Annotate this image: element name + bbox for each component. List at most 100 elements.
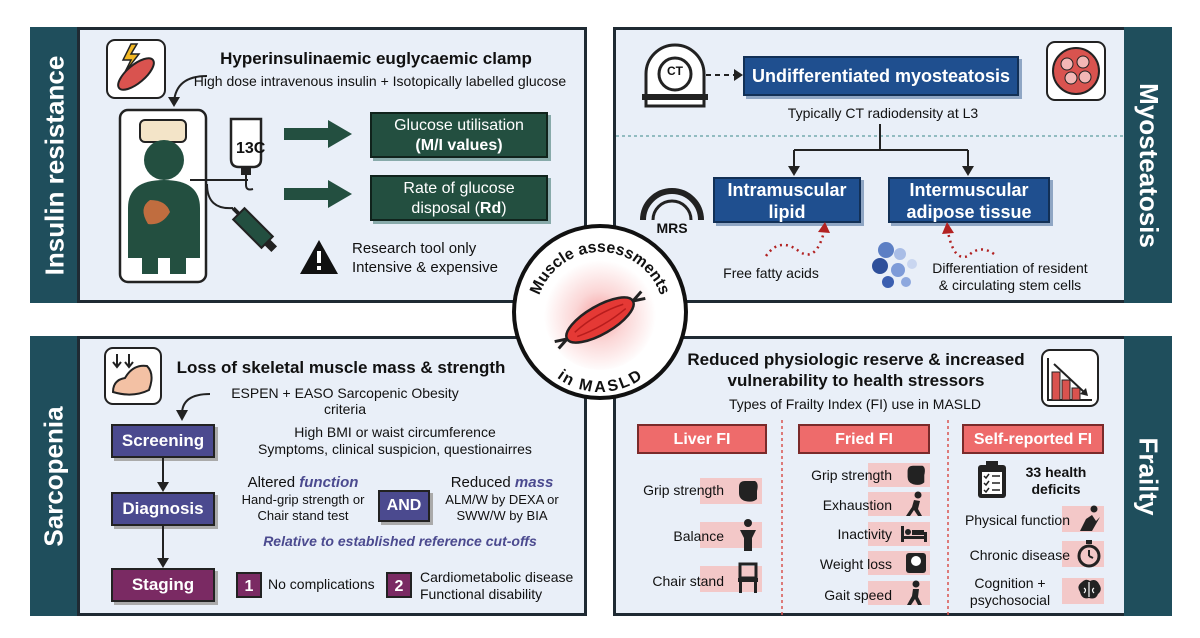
- intramuscular-box: Intramuscular lipid: [713, 177, 861, 223]
- walking-person-icon: [907, 580, 922, 605]
- liver-fi-header: Liver FI: [637, 424, 767, 454]
- ct-label: CT: [667, 64, 683, 78]
- function-line3: Chair stand test: [257, 508, 349, 523]
- iv-label: 13C: [236, 140, 266, 158]
- diagnosis-box: Diagnosis: [111, 492, 215, 526]
- fried-item-1: Grip strength: [811, 467, 892, 483]
- stem-line1: Differentiation of resident: [932, 260, 1088, 276]
- fist-icon: [739, 481, 758, 502]
- sarcopenia-title: Loss of skeletal muscle mass & strength: [176, 358, 506, 377]
- fried-fi-header: Fried FI: [798, 424, 930, 454]
- arrow-to-disposal: [284, 180, 352, 208]
- stem-cells-icon: [872, 242, 917, 288]
- mass-line2: ALM/W by DEXA or: [445, 492, 559, 507]
- intermuscular-line1: Intermuscular: [909, 180, 1029, 200]
- frailty-side-label: Frailty: [1133, 436, 1164, 516]
- iv-line: [190, 179, 248, 181]
- liver-item-3: Chair stand: [652, 573, 724, 589]
- ct-radiodensity-note: Typically CT radiodensity at L3: [787, 105, 979, 121]
- scale-icon: [906, 553, 926, 573]
- self-item-3: Cognition +: [974, 575, 1046, 591]
- fried-item-4: Weight loss: [819, 556, 892, 572]
- branch-arrows: [788, 124, 974, 176]
- muscle-lightning-icon: [106, 39, 166, 99]
- stage1-number: 1: [236, 572, 262, 598]
- fried-item-2: Exhaustion: [822, 497, 892, 513]
- function-line2: Hand-grip strength or: [241, 492, 365, 507]
- intermuscular-box: Intermuscular adipose tissue: [888, 177, 1050, 223]
- arrow-to-utilisation: [284, 120, 352, 148]
- bed-icon: [901, 526, 927, 542]
- stem-line2: & circulating stem cells: [938, 277, 1082, 293]
- myosteatosis-side-bar: Myosteatosis: [1124, 27, 1172, 303]
- frailty-subtitle: Types of Frailty Index (FI) use in MASLD: [728, 396, 982, 412]
- stage1-text: No complications: [268, 576, 375, 592]
- screening-box: Screening: [111, 424, 215, 458]
- fried-item-3: Inactivity: [837, 526, 892, 542]
- stem-dotted-arrow: [942, 222, 995, 259]
- stage2-line1: Cardiometabolic disease: [420, 569, 574, 585]
- glucose-disposal-box: Rate of glucose disposal (Rd): [370, 175, 548, 221]
- screening-line1: High BMI or waist circumference: [294, 424, 496, 440]
- glucose-disposal-line1: Rate of glucose: [403, 180, 515, 197]
- chair-icon: [738, 562, 758, 593]
- frailty-title-line1: Reduced physiologic reserve & increased: [687, 350, 1025, 369]
- patient-bed-illustration: [118, 108, 208, 284]
- undifferentiated-box: Undifferentiated myosteatosis: [743, 56, 1019, 96]
- glucose-disposal-line2: disposal (Rd): [411, 200, 507, 217]
- reference-note: Relative to established reference cut-of…: [263, 533, 537, 549]
- frailty-side-bar: Frailty: [1124, 336, 1172, 616]
- warning-icon: [300, 240, 338, 274]
- screening-line2: Symptoms, clinical suspicion, questionai…: [258, 441, 532, 457]
- mrs-scanner-icon: [640, 188, 704, 221]
- exercise-person-icon: [1080, 505, 1100, 531]
- mass-line3: SWW/W by BIA: [456, 508, 548, 523]
- intermuscular-line2: adipose tissue: [906, 202, 1032, 222]
- research-note-line2: Intensive & expensive: [352, 259, 498, 276]
- insulin-subtitle: High dose intravenous insulin + Isotopic…: [193, 73, 567, 89]
- ffa-dotted-arrow: [764, 222, 830, 257]
- stopwatch-icon: [1077, 540, 1101, 568]
- glucose-utilisation-line2: (M/I values): [415, 137, 503, 154]
- curved-arrow: [168, 75, 208, 107]
- ct-dashed-arrow: [706, 69, 743, 81]
- insulin-title: Hyperinsulinaemic euglycaemic clamp: [220, 49, 532, 68]
- self-item-1: Physical function: [964, 512, 1070, 528]
- fist-icon-2: [907, 465, 925, 485]
- panel-divider: [616, 135, 1124, 137]
- glucose-utilisation-box: Glucose utilisation (M/I values): [370, 112, 548, 158]
- mass-line1: Reduced mass: [450, 474, 554, 491]
- myosteatosis-side-label: Myosteatosis: [1133, 82, 1164, 248]
- fried-item-5: Gait speed: [824, 587, 892, 603]
- fat-cells-icon: [1046, 41, 1106, 101]
- function-line1: Altered function: [247, 474, 359, 491]
- criteria-arrow: [176, 393, 211, 421]
- sarcopenia-side-bar: Sarcopenia: [30, 336, 79, 616]
- ffa-label: Free fatty acids: [723, 265, 819, 281]
- intramuscular-line1: Intramuscular: [727, 180, 847, 200]
- ct-scanner-icon: [642, 43, 708, 108]
- self-count-line1: 33 health: [1025, 464, 1087, 480]
- center-roundel: Muscle assessments in MASLD: [512, 224, 688, 400]
- syringe-icon: [206, 183, 278, 253]
- weak-arm-icon: [104, 347, 162, 405]
- intramuscular-line2: lipid: [768, 202, 806, 222]
- liver-item-2: Balance: [673, 528, 724, 544]
- staging-box: Staging: [111, 568, 215, 602]
- frailty-title-line2: vulnerability to health stressors: [727, 371, 985, 390]
- insulin-side-bar: Insulin resistance: [30, 27, 79, 303]
- declining-chart-icon: [1041, 349, 1099, 407]
- sarcopenia-flow-arrows: [157, 458, 169, 568]
- and-box: AND: [378, 490, 430, 522]
- clipboard-icon: [978, 461, 1006, 498]
- mrs-label: MRS: [656, 220, 688, 236]
- fi-dividers: [781, 420, 949, 615]
- stage2-number: 2: [386, 572, 412, 598]
- exhausted-person-icon: [906, 491, 922, 516]
- stage2-line2: Functional disability: [420, 586, 543, 602]
- research-note-line1: Research tool only: [352, 240, 477, 257]
- self-item-2: Chronic disease: [969, 547, 1070, 563]
- liver-item-1: Grip strength: [643, 482, 724, 498]
- brain-icon: [1078, 579, 1101, 599]
- iv-label-text: 13C: [236, 140, 266, 157]
